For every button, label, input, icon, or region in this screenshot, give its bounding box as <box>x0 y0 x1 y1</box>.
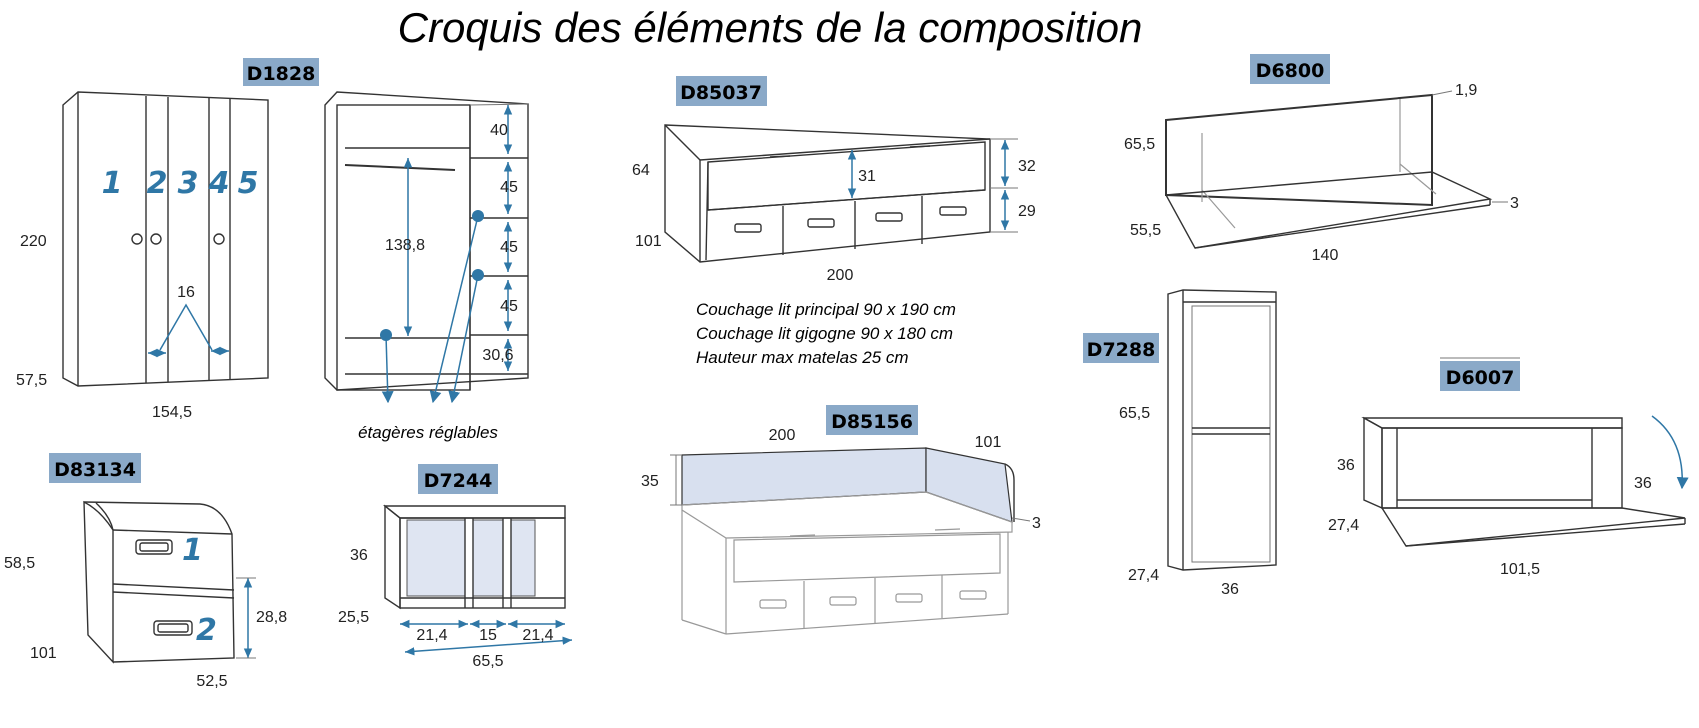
dim-door-gap: 16 <box>177 284 195 301</box>
code-badge-bg <box>49 453 141 483</box>
headboard-panel <box>681 447 927 506</box>
d85156-bed: D85156 200 101 35 3 <box>641 405 1041 635</box>
dim-top-rail: 32 <box>1018 158 1036 175</box>
dim-width: 200 <box>827 267 854 284</box>
code-badge-bg <box>243 58 319 86</box>
dim-height: 35 <box>641 473 659 490</box>
dim-height: 65,5 <box>1124 136 1155 153</box>
dim-hang-height: 138,8 <box>385 237 425 254</box>
code-badge-bg <box>676 76 767 106</box>
code-badge-d85156: D85156 <box>831 411 913 433</box>
code-badge-bg <box>418 464 498 494</box>
dim-side: 101 <box>975 434 1002 451</box>
dim-thickness: 3 <box>1032 515 1041 532</box>
dim-height: 64 <box>632 162 650 179</box>
dim-cell-mid: 15 <box>479 627 497 644</box>
dim-depth: 57,5 <box>16 372 47 389</box>
dim-width: 36 <box>1221 581 1239 598</box>
code-badge-bg <box>1250 54 1330 84</box>
code-badge-bg <box>826 405 918 435</box>
page-title: Croquis des éléments de la composition <box>398 4 1143 51</box>
dim-height: 36 <box>1337 457 1355 474</box>
drawer-number-2: 2 <box>196 613 217 648</box>
door-number-1: 1 <box>102 166 123 201</box>
dim-bottom-shelf: 30,6 <box>482 347 513 364</box>
flap-open-arrow-icon <box>1651 415 1689 490</box>
code-badge-bg <box>1083 333 1159 363</box>
bed-notes: Couchage lit principal 90 x 190 cm Couch… <box>696 300 956 367</box>
dim-shelf-3: 45 <box>500 298 518 315</box>
code-badge-d85037: D85037 <box>680 82 762 104</box>
dim-length: 200 <box>769 427 796 444</box>
door-number-2: 2 <box>147 166 168 201</box>
code-badge-d7244: D7244 <box>424 470 493 492</box>
dim-inner: 31 <box>858 168 876 185</box>
note-line-2: Couchage lit gigogne 90 x 180 cm <box>696 324 953 343</box>
code-badge-d6800: D6800 <box>1256 60 1325 82</box>
side-panel <box>925 447 1013 523</box>
drawer-number-1: 1 <box>182 533 203 568</box>
dim-depth: 101 <box>30 645 57 662</box>
dim-width: 154,5 <box>152 404 192 421</box>
d85037-bed: D85037 31 32 29 64 101 200 Couchage lit … <box>632 76 1036 367</box>
dim-bottom-rail: 29 <box>1018 203 1036 220</box>
d7288-tall-shelf: D7288 65,5 27,4 36 <box>1083 289 1277 598</box>
dim-width: 140 <box>1312 247 1339 264</box>
dim-back-thickness: 1,9 <box>1455 82 1477 99</box>
dim-height: 58,5 <box>4 555 35 572</box>
note-line-1: Couchage lit principal 90 x 190 cm <box>696 300 956 319</box>
dim-shelf-2: 45 <box>500 239 518 256</box>
dim-depth: 25,5 <box>338 609 369 626</box>
d6800-desk: D6800 1,9 3 65,5 55,5 140 <box>1124 54 1519 264</box>
dim-top-shelf: 40 <box>490 122 508 139</box>
d83134-nightstand: D83134 1 2 58,5 101 52,5 28,8 <box>4 453 287 690</box>
dim-width: 65,5 <box>472 653 503 670</box>
dim-depth: 27,4 <box>1328 517 1359 534</box>
d6007-wall-cabinet: D6007 36 27,4 101,5 36 <box>1328 357 1689 578</box>
code-badge-d6007: D6007 <box>1446 367 1515 389</box>
dim-height: 36 <box>350 547 368 564</box>
note-adjustable-shelves: étagères réglables <box>358 423 498 442</box>
code-badge-d83134: D83134 <box>54 459 136 481</box>
dim-flap: 36 <box>1634 475 1652 492</box>
code-badge-d1828: D1828 <box>247 63 316 85</box>
code-badge-d7288: D7288 <box>1087 339 1156 361</box>
dim-depth: 55,5 <box>1130 222 1161 239</box>
door-number-5: 5 <box>238 166 259 201</box>
door-number-3: 3 <box>178 166 199 201</box>
dim-top-thickness: 3 <box>1510 195 1519 212</box>
d7244-open-unit: D7244 36 25,5 21,4 15 21,4 65,5 <box>338 464 573 670</box>
dim-height: 220 <box>20 233 47 250</box>
note-line-3: Hauteur max matelas 25 cm <box>696 348 909 367</box>
dim-shelf-1: 45 <box>500 179 518 196</box>
dim-drawer-height: 28,8 <box>256 609 287 626</box>
dim-width: 101,5 <box>1500 561 1540 578</box>
door-numbers: 1 2 3 4 5 <box>102 166 259 201</box>
door-number-4: 4 <box>208 166 230 201</box>
wardrobe-interior: 138,8 40 45 45 45 30,6 étagères réglable… <box>324 91 529 442</box>
dim-depth: 101 <box>635 233 662 250</box>
d1828-wardrobe: D1828 1 2 3 4 5 16 220 57,5 154,5 <box>16 58 529 442</box>
dim-height: 65,5 <box>1119 405 1150 422</box>
code-badge-bg <box>1440 361 1520 391</box>
dim-cell-right: 21,4 <box>522 627 553 644</box>
dim-cell-left: 21,4 <box>416 627 447 644</box>
dim-depth: 27,4 <box>1128 567 1159 584</box>
dim-width: 52,5 <box>196 673 227 690</box>
